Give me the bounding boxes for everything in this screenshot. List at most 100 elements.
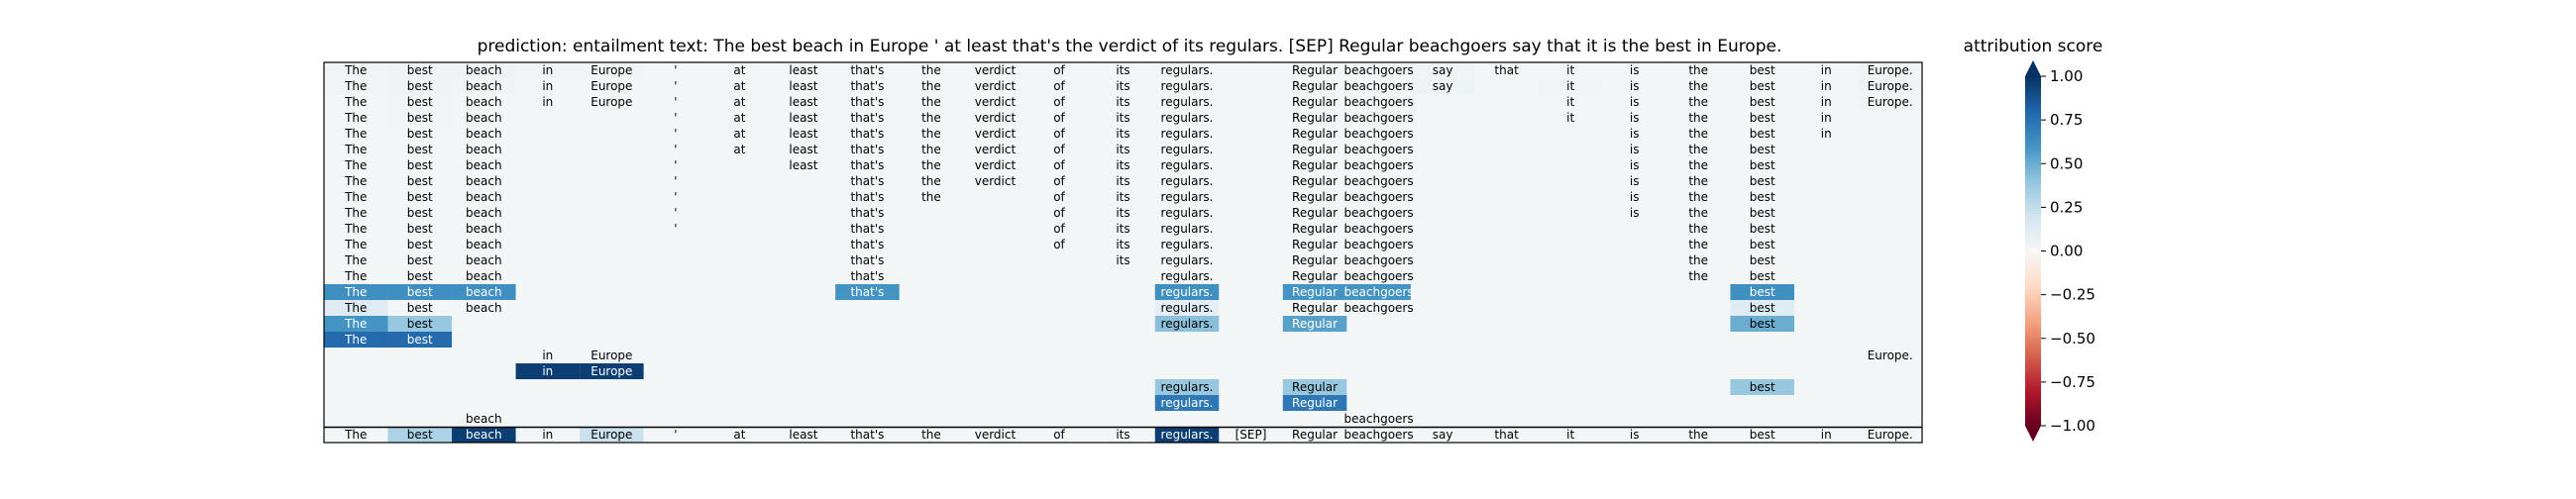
colorbar-tick-label: −1.00 [2050,417,2095,435]
sum-row-cell [1154,427,1220,443]
token-label: the [1688,269,1708,283]
token-label: The [344,206,367,220]
token-label: of [1053,79,1065,93]
heatmap-cell [1282,395,1347,411]
token-label: the [1688,79,1708,93]
token-label: is [1630,127,1640,141]
heatmap-cell [1730,284,1794,300]
token-label: best [407,222,433,236]
heatmap-cell [515,62,581,78]
colorbar-extend-min [2025,426,2041,442]
sum-row-cell [387,427,453,443]
sum-row-token-label: regulars. [1161,428,1214,442]
token-label: of [1053,190,1065,204]
chart-title: prediction: entailment text: The best be… [478,37,1782,56]
token-label: it [1566,95,1574,109]
heatmap-cell [1410,62,1475,78]
token-label: best [407,63,433,77]
heatmap-cell [1538,78,1603,94]
token-label: beach [466,285,502,299]
token-label: least [789,63,817,77]
token-label: ' [674,143,677,156]
heatmap-cell [835,284,900,300]
token-label: is [1630,174,1640,188]
token-label: that's [850,127,884,141]
token-label: beachgoers [1344,158,1414,172]
token-label: its [1116,190,1129,204]
heatmap-cell [1154,395,1220,411]
sum-row-token-label: Regular [1292,428,1338,442]
token-label: best [407,158,433,172]
token-label: regulars. [1161,317,1214,331]
token-label: that's [850,111,884,125]
heatmap-cell [324,316,388,332]
token-label: is [1630,79,1640,93]
token-label: Europe [590,364,632,378]
token-label: beachgoers [1344,95,1414,109]
colorbar-tick-label: −0.75 [2050,373,2095,391]
token-label: verdict [975,143,1017,156]
heatmap-cell [1154,379,1220,395]
token-label: beachgoers [1344,301,1414,315]
token-label: regulars. [1161,269,1214,283]
token-label: its [1116,63,1129,77]
token-label: beach [466,190,502,204]
token-label: regulars. [1161,301,1214,315]
token-label: least [789,79,817,93]
sum-row-token-label: the [921,428,941,442]
token-label: beach [466,222,502,236]
token-label: beachgoers [1344,412,1414,426]
token-label: that's [850,95,884,109]
token-label: beachgoers [1344,285,1414,299]
token-label: The [344,333,367,347]
heatmap-cell [1154,300,1220,316]
token-label: it [1566,111,1574,125]
heatmap-cell [387,316,453,332]
sum-row-token-label: beach [466,428,502,442]
heatmap-cell [1346,284,1411,300]
heatmap-cell [1858,62,1922,78]
token-label: The [344,143,367,156]
token-label: of [1053,143,1065,156]
colorbar-title: attribution score [1964,37,2103,56]
token-label: best [407,79,433,93]
token-label: ' [674,190,677,204]
heatmap-cell [1730,316,1794,332]
token-label: Regular [1292,206,1338,220]
sum-row-token-label: of [1053,428,1065,442]
heatmap-cell [387,332,453,348]
token-label: that's [850,63,884,77]
token-label: beachgoers [1344,222,1414,236]
token-label: verdict [975,127,1017,141]
token-label: in [1821,95,1832,109]
token-label: verdict [975,95,1017,109]
heatmap-cell [387,62,453,78]
token-label: best [1750,95,1775,109]
token-label: say [1433,79,1453,93]
token-label: best [1750,253,1775,267]
token-label: at [733,127,745,141]
token-label: best [1750,158,1775,172]
token-label: the [921,143,941,156]
token-label: of [1053,222,1065,236]
token-label: at [733,143,745,156]
token-label: best [407,333,433,347]
token-label: the [1688,111,1708,125]
token-label: in [542,95,553,109]
token-label: of [1053,206,1065,220]
token-label: its [1116,253,1129,267]
token-label: Europe [590,79,632,93]
token-label: Regular [1292,127,1338,141]
token-label: best [1750,301,1775,315]
token-label: regulars. [1161,158,1214,172]
token-label: its [1116,79,1129,93]
heatmap-cell [1154,316,1220,332]
token-label: ' [674,174,677,188]
token-label: best [407,238,433,251]
sum-row-token-label: The [344,428,367,442]
colorbar-tick-label: 0.25 [2050,198,2083,216]
token-label: that's [850,253,884,267]
token-label: the [1688,190,1708,204]
token-label: is [1630,206,1640,220]
token-label: The [344,95,367,109]
